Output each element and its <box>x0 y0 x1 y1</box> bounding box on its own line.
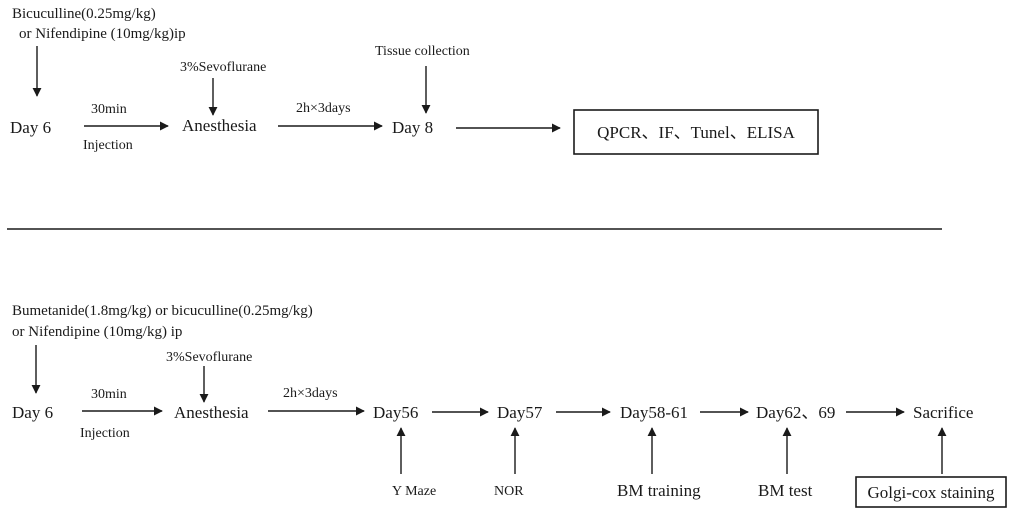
panel-b-sacrifice: Sacrifice <box>913 403 973 422</box>
panel-a-interval: 30min <box>91 102 127 117</box>
panel-b-day56: Day56 <box>373 403 418 422</box>
panel-a-drug-line2: or Nifendipine (10mg/kg)ip <box>19 26 186 42</box>
panel-b-ymaze: Y Maze <box>392 484 436 499</box>
panel-a-day6: Day 6 <box>10 118 51 137</box>
panel-b-bm-training: BM training <box>617 481 701 500</box>
panel-b-nor: NOR <box>494 484 524 499</box>
panel-a-assays-label: QPCR、IF、Tunel、ELISA <box>597 123 795 142</box>
panel-b-bm-test: BM test <box>758 481 813 500</box>
panel-b-sevoflurane: 3%Sevoflurane <box>166 350 252 365</box>
panel-b-injection: Injection <box>80 426 130 441</box>
panel-b-drug-line1: Bumetanide(1.8mg/kg) or bicuculline(0.25… <box>12 303 313 319</box>
panel-b-golgi-label: Golgi-cox staining <box>867 483 995 502</box>
panel-b-drug-line2: or Nifendipine (10mg/kg) ip <box>12 324 182 340</box>
panel-a: Bicuculline(0.25mg/kg) or Nifendipine (1… <box>10 6 819 155</box>
panel-b-day57: Day57 <box>497 403 543 422</box>
panel-b-day62-69: Day62、69 <box>756 403 835 422</box>
panel-a-injection: Injection <box>83 138 133 153</box>
panel-a-sevoflurane: 3%Sevoflurane <box>180 60 266 75</box>
panel-a-day8: Day 8 <box>392 118 433 137</box>
panel-b-day6: Day 6 <box>12 403 53 422</box>
panel-b-golgi-box <box>855 476 1007 508</box>
panel-a-anesthesia: Anesthesia <box>182 116 257 135</box>
panel-b-day58-61: Day58-61 <box>620 403 688 422</box>
panel-a-duration: 2h×3days <box>296 101 351 116</box>
panel-a-tissue-collection: Tissue collection <box>375 44 470 59</box>
panel-a-drug-line1: Bicuculline(0.25mg/kg) <box>12 6 156 22</box>
panel-b: Bumetanide(1.8mg/kg) or bicuculline(0.25… <box>12 303 1007 508</box>
panel-b-interval: 30min <box>91 387 127 402</box>
panel-b-anesthesia: Anesthesia <box>174 403 249 422</box>
panel-b-duration: 2h×3days <box>283 386 338 401</box>
panel-a-assays-box <box>573 109 819 155</box>
